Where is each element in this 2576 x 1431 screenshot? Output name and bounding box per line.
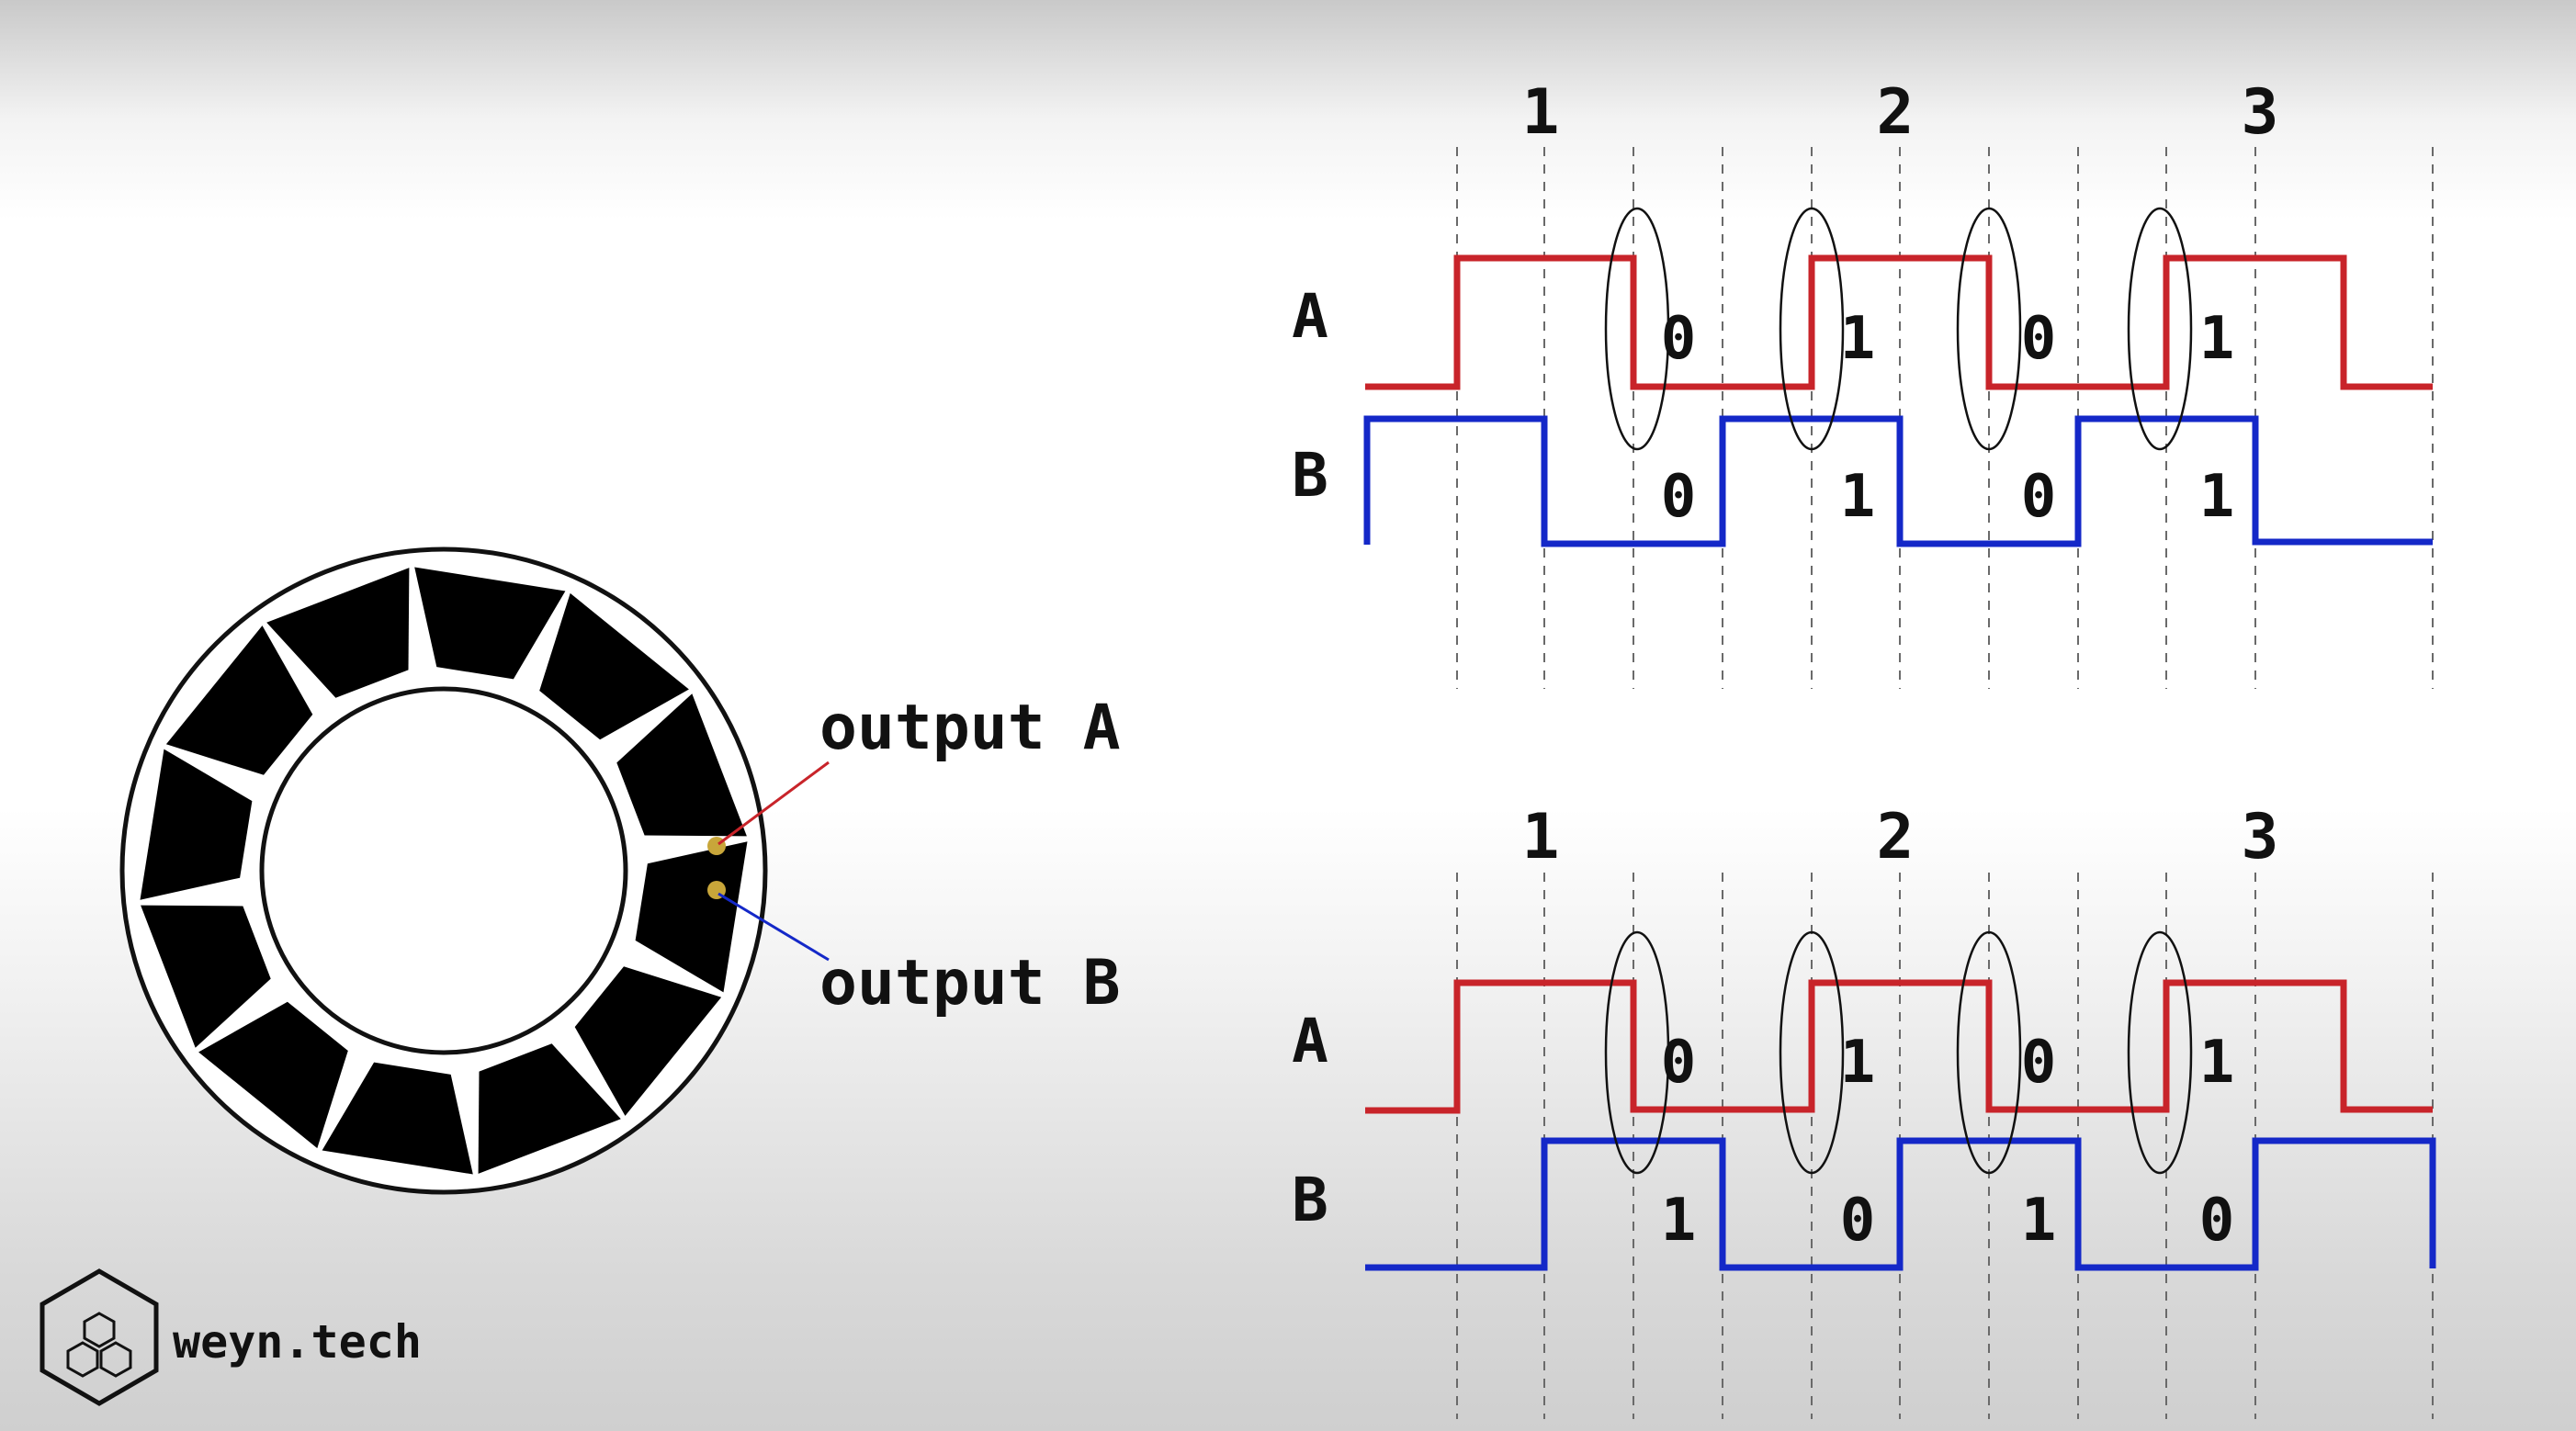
disk-slot (574, 966, 722, 1116)
output-a-leader (717, 761, 830, 846)
a-bit-1: 0 (1661, 305, 1697, 373)
b-bit-4: 1 (2199, 463, 2235, 531)
b-bit-4: 0 (2199, 1187, 2235, 1255)
cube-hexagon-icon (40, 1268, 159, 1406)
transition-ellipse-4 (2127, 930, 2193, 1175)
channel-b-label: B (1292, 1165, 1328, 1235)
disk-slot (616, 693, 747, 837)
encoder-disk: output A output B (119, 546, 1121, 1195)
disk-inner-ring (259, 686, 628, 1055)
transition-ellipse-4 (2127, 207, 2193, 451)
b-bit-3: 1 (2021, 1187, 2057, 1255)
transition-ellipse-1 (1604, 207, 1670, 451)
step-label-3: 3 (2242, 76, 2279, 149)
grid-lines (1456, 873, 2434, 1419)
output-b-label: output B (819, 947, 1121, 1020)
disk-slot (635, 841, 748, 993)
disk-slot (198, 1001, 348, 1149)
a-bit-4: 1 (2199, 1029, 2235, 1097)
step-label-1: 1 (1522, 76, 1560, 149)
a-bit-2: 1 (1840, 1029, 1876, 1097)
grid-lines (1456, 147, 2434, 689)
b-bit-3: 0 (2021, 463, 2057, 531)
disk-slot (478, 1043, 621, 1174)
channel-a-label: A (1292, 281, 1328, 352)
transition-ellipse-3 (1956, 207, 2022, 451)
disk-slot (165, 625, 313, 775)
output-a-label: output A (819, 692, 1121, 764)
b-bit-2: 0 (1840, 1187, 1876, 1255)
transition-ellipse-2 (1779, 207, 1845, 451)
step-label-2: 2 (1877, 801, 1915, 873)
b-bit-1: 0 (1661, 463, 1697, 531)
output-b-leader (717, 892, 830, 962)
signal-a-waveform (1365, 979, 2433, 1114)
channel-b-label: B (1292, 440, 1328, 511)
a-bit-4: 1 (2199, 305, 2235, 373)
disk-slot (322, 1062, 473, 1175)
a-bit-3: 0 (2021, 305, 2057, 373)
disk-slots (140, 567, 748, 1175)
disk-slot (141, 905, 271, 1048)
signal-a-waveform (1365, 254, 2433, 390)
disk-slot (140, 749, 253, 900)
signal-b-waveform (1363, 415, 2433, 547)
step-label-3: 3 (2242, 801, 2279, 873)
disk-slot (266, 568, 410, 698)
step-label-1: 1 (1522, 801, 1560, 873)
logo: weyn.tech (40, 1268, 422, 1406)
a-bit-3: 0 (2021, 1029, 2057, 1097)
transition-ellipse-2 (1779, 930, 1845, 1175)
b-bit-2: 1 (1840, 463, 1876, 531)
timing-diagram-1: 1 2 3 A B 0 1 0 1 0 1 0 1 (1292, 76, 2434, 689)
logo-text: weyn.tech (173, 1315, 422, 1369)
channel-a-label: A (1292, 1006, 1328, 1076)
a-bit-1: 0 (1661, 1029, 1697, 1097)
a-bit-2: 1 (1840, 305, 1876, 373)
signal-b-waveform (1365, 1137, 2436, 1271)
transition-ellipse-3 (1956, 930, 2022, 1175)
timing-diagram-2: 1 2 3 A B 0 1 0 1 1 0 1 0 (1292, 801, 2436, 1419)
disk-slot (414, 567, 566, 680)
step-label-2: 2 (1877, 76, 1915, 149)
disk-slot (539, 592, 689, 740)
b-bit-1: 1 (1661, 1187, 1697, 1255)
transition-ellipse-1 (1604, 930, 1670, 1175)
